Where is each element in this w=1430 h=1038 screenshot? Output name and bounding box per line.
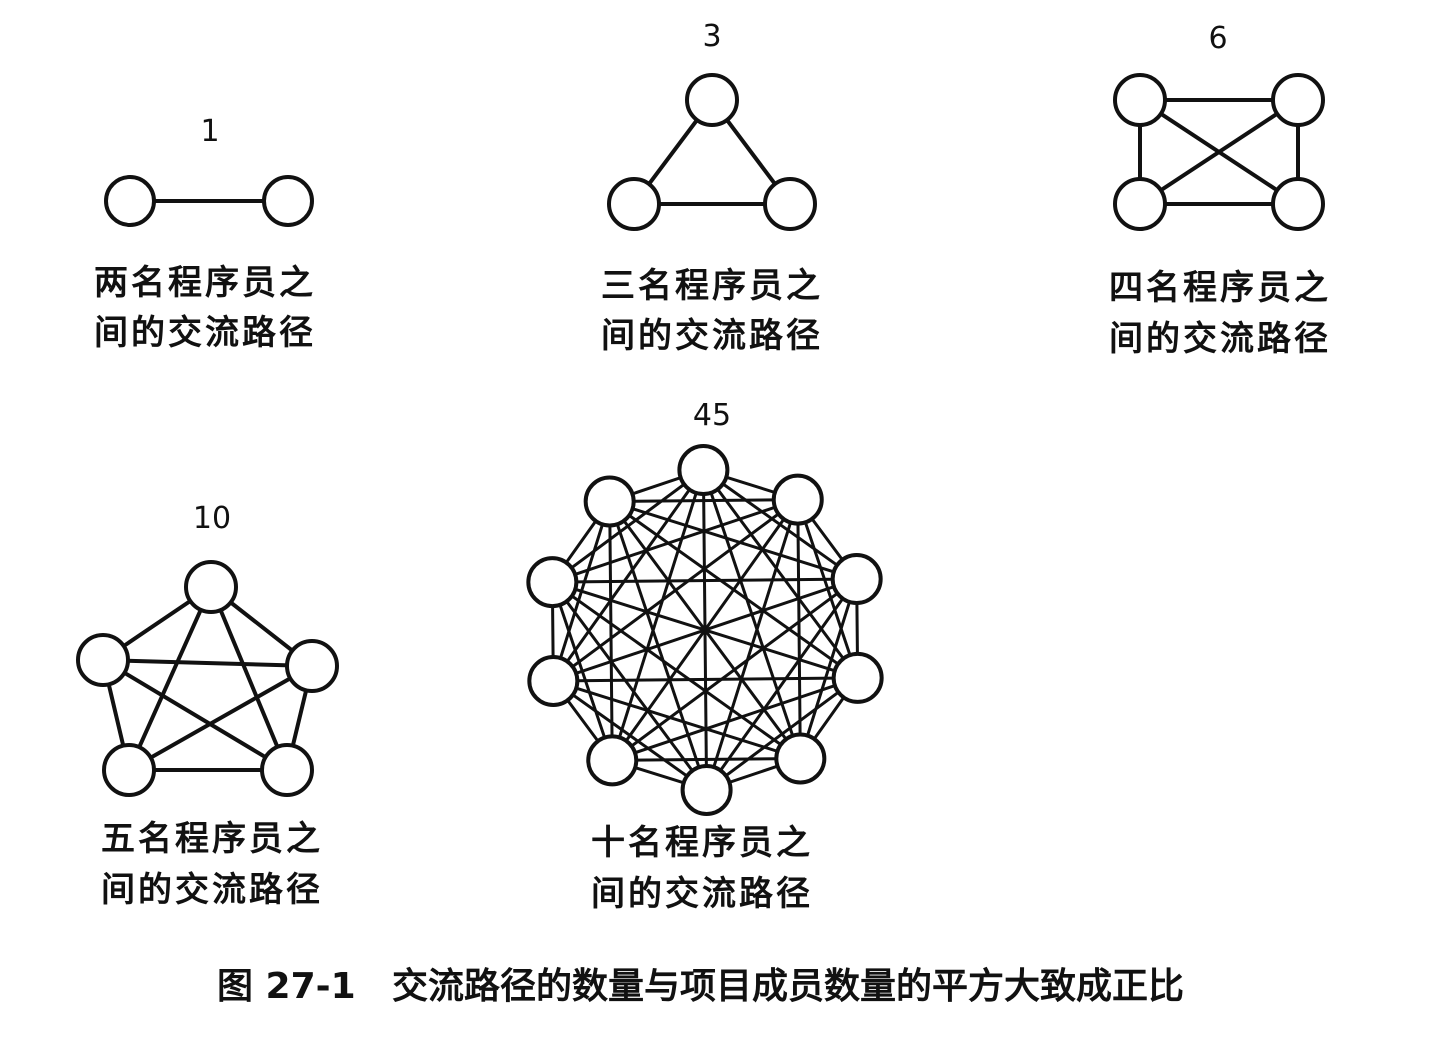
count-ten: 45	[693, 398, 731, 433]
edge	[608, 500, 802, 760]
programmer-node	[526, 556, 579, 609]
diagram-ten: 45 十名程序员之 间的交流路径	[526, 398, 884, 914]
edge	[701, 468, 860, 680]
edge	[550, 498, 800, 584]
edge	[551, 676, 860, 683]
edge	[796, 498, 802, 760]
count-two: 1	[200, 114, 219, 149]
caption-two-line2: 间的交流路径	[94, 313, 316, 353]
caption-three-line1: 三名程序员之	[601, 266, 823, 306]
nodes-two	[104, 175, 314, 227]
diagram-three: 3 三名程序员之 间的交流路径	[601, 19, 823, 356]
edge	[127, 664, 314, 772]
programmer-node	[771, 473, 824, 526]
programmer-node	[763, 177, 817, 231]
edges-five	[101, 585, 314, 772]
programmer-node	[685, 73, 739, 127]
edge	[551, 679, 802, 760]
caption-ten-line2: 间的交流路径	[591, 874, 813, 914]
programmer-node	[831, 651, 884, 704]
programmer-node	[583, 475, 636, 528]
count-three: 3	[702, 19, 721, 54]
edge	[550, 580, 709, 792]
edge	[550, 580, 802, 760]
edge	[550, 577, 859, 584]
edge	[551, 500, 612, 683]
programmer-node	[76, 633, 130, 687]
count-four: 6	[1208, 21, 1227, 56]
edge	[608, 500, 709, 792]
nodes-five	[76, 560, 339, 797]
edge	[608, 500, 860, 680]
programmer-node	[1113, 73, 1167, 127]
count-five: 10	[193, 501, 231, 536]
programmer-node	[680, 763, 733, 816]
figure-number: 图 27-1	[217, 966, 356, 1007]
programmer-node	[262, 175, 314, 227]
figure-caption-text: 交流路径的数量与项目成员数量的平方大致成正比	[392, 965, 1184, 1007]
edge	[551, 679, 709, 792]
programmer-node	[830, 553, 883, 606]
edge	[608, 500, 614, 762]
caption-five-line1: 五名程序员之	[101, 819, 323, 859]
nodes-ten	[526, 444, 884, 816]
edge	[550, 580, 614, 762]
caption-five-line2: 间的交流路径	[101, 870, 323, 910]
programmer-node	[1113, 177, 1167, 231]
programmer-node	[285, 639, 339, 693]
diagram-two: 1 两名程序员之 间的交流路径	[94, 114, 316, 353]
caption-ten-line1: 十名程序员之	[591, 823, 813, 863]
edge	[101, 658, 289, 772]
programmer-node	[1271, 73, 1325, 127]
caption-four-line1: 四名程序员之	[1109, 268, 1331, 308]
edge	[101, 658, 314, 668]
edge	[551, 468, 705, 683]
figure-caption: 图 27-1 交流路径的数量与项目成员数量的平方大致成正比	[217, 965, 1184, 1007]
programmer-node	[527, 654, 580, 707]
edge	[608, 498, 800, 504]
edge	[608, 500, 859, 581]
caption-four-line2: 间的交流路径	[1109, 319, 1331, 359]
programmer-node	[774, 732, 827, 785]
edge	[209, 585, 289, 772]
caption-three-line2: 间的交流路径	[601, 316, 823, 356]
edge	[610, 676, 860, 762]
programmer-node	[104, 175, 156, 227]
edges-four	[1138, 98, 1300, 206]
nodes-three	[607, 73, 817, 231]
edge	[127, 585, 213, 772]
programmer-node	[677, 444, 730, 497]
edge	[610, 756, 802, 762]
programmer-node	[607, 177, 661, 231]
programmer-node	[586, 734, 639, 787]
programmer-node	[102, 743, 156, 797]
programmer-node	[260, 743, 314, 797]
edge	[1138, 98, 1300, 206]
diagram-four: 6 四名程序员之 间的交流路径	[1109, 21, 1331, 359]
programmer-node	[184, 560, 238, 614]
nodes-four	[1113, 73, 1325, 231]
caption-two-line1: 两名程序员之	[94, 263, 316, 303]
edge	[705, 577, 859, 792]
diagram-five: 10 五名程序员之 间的交流路径	[76, 501, 339, 910]
programmer-node	[1271, 177, 1325, 231]
